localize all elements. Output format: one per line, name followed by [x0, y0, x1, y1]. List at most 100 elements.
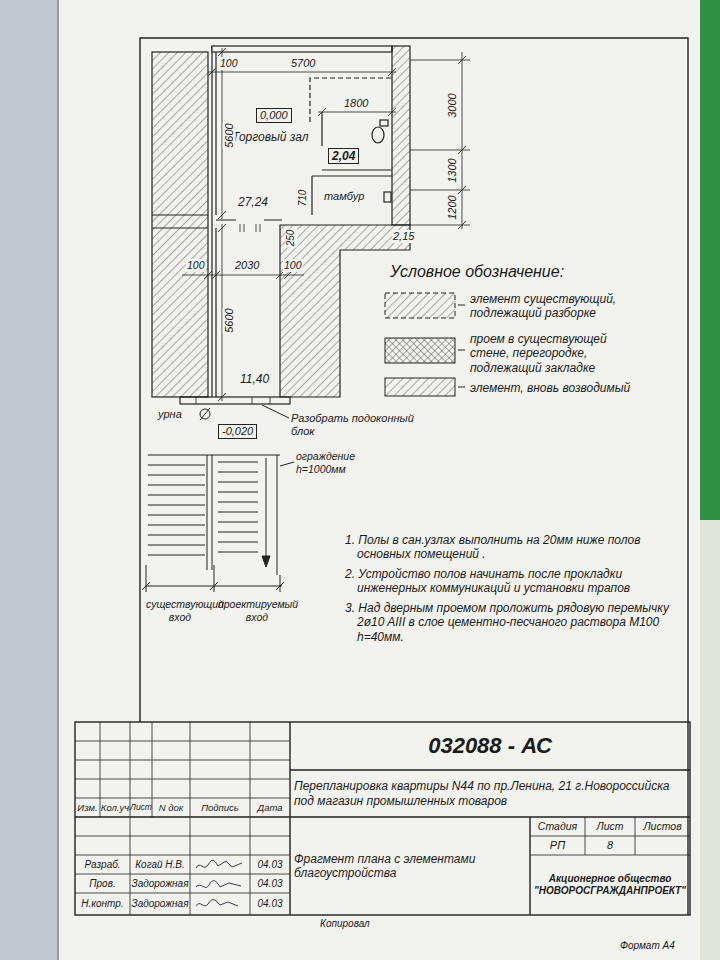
text-holder: 100 [283, 259, 303, 272]
dimension: 2030 [234, 259, 260, 272]
text-holder: Дата [250, 798, 290, 817]
text-holder: Формат А4 [620, 940, 675, 952]
title-block-grid [75, 722, 690, 915]
legend-text: элемент существующий, подлежащий разборк… [470, 292, 650, 321]
area-value: 11,40 [240, 372, 269, 386]
text-holder: -0,020 [218, 424, 257, 439]
legend-text: элемент, вновь возводимый [470, 381, 670, 395]
table-cell: Листов [643, 820, 681, 833]
text-holder: 5600 [223, 307, 236, 333]
text-holder: Задорожная [130, 893, 190, 915]
text-holder: 04.03 [250, 874, 290, 893]
table-cell: Когай Н.В. [135, 859, 185, 871]
callout: урна [158, 408, 182, 421]
text-holder: 1. Полы в сан.узлах выполнить на 20мм ни… [345, 533, 680, 562]
text-holder: тамбур [324, 190, 364, 203]
text-holder: 032088 - АС [290, 722, 690, 770]
note: 2. Устройство полов начинать после прокл… [345, 567, 680, 596]
node-text: 0,000 [260, 109, 288, 122]
table-cell: N док [159, 802, 184, 813]
level-mark: -0,020 [218, 424, 257, 439]
level-mark: 0,000 [256, 108, 292, 123]
table-cell: Подпись [201, 802, 239, 813]
signatures [196, 860, 242, 906]
text-holder: 5700 [290, 57, 316, 70]
walls [152, 46, 410, 404]
dimension: 1300 [446, 158, 459, 182]
text-holder: 5600 [223, 122, 236, 148]
text-holder: Когай Н.В. [130, 855, 190, 874]
dimension-lines [182, 48, 470, 401]
text-holder: 27,24 [238, 195, 268, 209]
footer-text: Копировал [320, 918, 370, 930]
organization: Акционерное общество "НОВОРОСГРАЖДАНПРОЕ… [534, 873, 686, 897]
text-holder: Разобрать подоконный блок [291, 412, 416, 438]
text-holder: Лист [585, 817, 635, 836]
dimension: 250 [285, 229, 297, 248]
callout: Разобрать подоконный блок [291, 412, 416, 438]
text-holder: Акционерное общество "НОВОРОСГРАЖДАНПРОЕ… [530, 855, 690, 915]
text-holder: Разраб. [75, 855, 130, 874]
text-holder: Изм. [75, 798, 100, 817]
room-area: тамбур [320, 186, 382, 210]
text-holder: 04.03 [250, 893, 290, 915]
table-cell: Фрагмент плана с элементами благоустройс… [294, 852, 526, 881]
text-holder: Перепланировка квартиры N44 по пр.Ленина… [290, 770, 690, 817]
legend-heading: Условное обозначение: [390, 262, 564, 281]
table-cell: Разраб. [84, 859, 120, 871]
text-holder: Фрагмент плана с элементами благоустройс… [290, 817, 530, 915]
text-holder: ограждение h=1000мм [296, 450, 376, 475]
text-holder: Кол.уч [100, 798, 130, 817]
table-cell: Н.контр. [81, 898, 123, 910]
text-holder: 2,15 [392, 230, 415, 243]
text-holder: РП [530, 836, 585, 855]
text-holder: Листов [635, 817, 690, 836]
text-holder: Лист [130, 798, 152, 817]
table-cell: 04.03 [257, 878, 282, 890]
dimension: 5600 [223, 307, 236, 333]
text-holder: 3000 [446, 93, 459, 117]
area-box: 2,04 [328, 148, 359, 164]
text-holder: Стадия [530, 817, 585, 836]
text-holder: проектируемый вход [218, 598, 296, 623]
table-cell: Задорожная [132, 898, 189, 910]
note: 1. Полы в сан.узлах выполнить на 20мм ни… [345, 533, 680, 562]
room-name: Торговый зал [232, 130, 309, 144]
dimension: 1200 [446, 195, 459, 219]
text-holder: 100 [219, 57, 239, 70]
dimension: 1800 [343, 97, 369, 110]
text-holder: существующий вход [146, 598, 214, 623]
callout: проектируемый вход [218, 598, 296, 623]
text-holder: 710 [297, 189, 309, 208]
text-holder: элемент существующий, подлежащий разборк… [470, 292, 650, 321]
dimension: 710 [297, 189, 309, 208]
drawing-code: 032088 - АС [428, 733, 552, 759]
dimension: 5700 [290, 57, 316, 70]
dimension: 5600 [223, 122, 236, 148]
text-holder: проем в существующей стене, перегородке,… [470, 332, 620, 375]
text-holder: 3. Над дверным проемом проложить рядовую… [345, 601, 680, 644]
table-cell: Лист [130, 802, 152, 812]
text-holder: урна [158, 408, 182, 421]
callout: ограждение h=1000мм [296, 450, 376, 475]
table-cell: Изм. [77, 802, 97, 813]
dimension: 100 [186, 259, 206, 272]
dimension: 3000 [446, 93, 459, 117]
footer-text: Формат А4 [620, 940, 675, 952]
area-value: 27,24 [238, 195, 268, 209]
note: 3. Над дверным проемом проложить рядовую… [345, 601, 680, 644]
table-cell: 8 [607, 839, 613, 852]
text-holder: 8 [585, 836, 635, 855]
text-holder: 2030 [234, 259, 260, 272]
table-cell: Кол.уч [101, 802, 129, 813]
table-cell: 04.03 [257, 898, 282, 910]
text-holder: 250 [285, 229, 297, 248]
text-holder: 100 [186, 259, 206, 272]
text-holder: 1200 [446, 195, 459, 219]
room-name: тамбур [324, 190, 364, 203]
text-holder: элемент, вновь возводимый [470, 381, 670, 395]
callout: существующий вход [146, 598, 214, 623]
dimension: 100 [283, 259, 303, 272]
text-holder: Задорожная [130, 874, 190, 893]
